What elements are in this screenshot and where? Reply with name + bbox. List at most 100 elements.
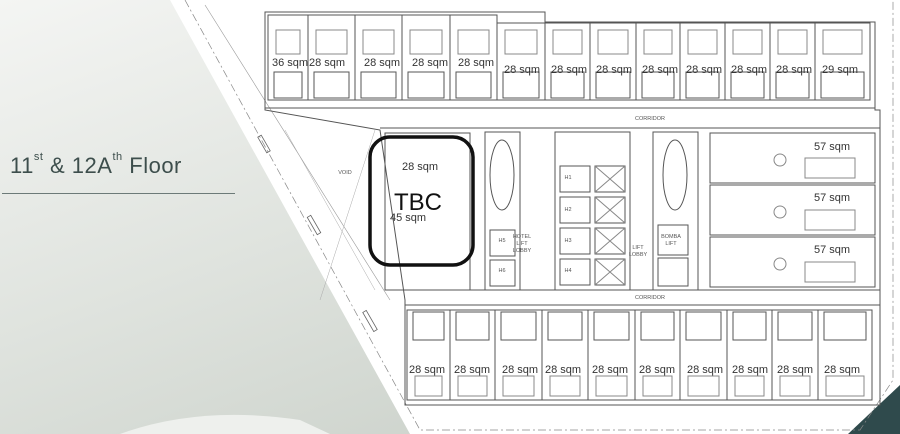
room-area-label: 28 sqm xyxy=(824,364,860,376)
lift-car xyxy=(489,229,516,257)
bed xyxy=(315,29,348,55)
bed xyxy=(779,375,811,397)
room-area-label: 28 sqm xyxy=(502,364,538,376)
title-part: Floor xyxy=(122,153,182,178)
core-room xyxy=(484,131,521,291)
lift-h3: H3 xyxy=(564,238,571,244)
bathroom xyxy=(593,311,630,341)
room-area-label: 28 sqm xyxy=(364,57,400,69)
core-room xyxy=(554,131,631,291)
suite-area: 57 sqm xyxy=(814,141,850,153)
planters xyxy=(257,134,378,333)
bottom-swoosh xyxy=(120,414,330,434)
bathroom xyxy=(823,311,867,341)
bed xyxy=(504,29,538,55)
staircase xyxy=(662,139,688,211)
room-area-label: 28 sqm xyxy=(687,364,723,376)
suite xyxy=(709,236,876,288)
room-area-label: 28 sqm xyxy=(732,364,768,376)
lift-car xyxy=(559,165,591,193)
lift-car xyxy=(489,259,516,287)
lift-shaft xyxy=(657,257,689,287)
bomba-lift-label-2: LIFT xyxy=(665,241,677,247)
room-area-label: 28 sqm xyxy=(412,57,448,69)
tbc-label: TBC xyxy=(394,189,442,216)
lift-car xyxy=(559,227,591,255)
lift-h2: H2 xyxy=(564,207,571,213)
bed xyxy=(595,375,628,397)
bed xyxy=(275,29,301,55)
room-area-label: 28 sqm xyxy=(545,364,581,376)
suite-area: 57 sqm xyxy=(814,244,850,256)
lift-shaft xyxy=(594,227,626,255)
bathroom xyxy=(360,71,397,99)
bathroom xyxy=(641,71,675,99)
lift-shaft xyxy=(594,196,626,224)
bathroom xyxy=(313,71,350,99)
hotel-lift-lobby-label-1: HOTEL xyxy=(513,234,531,240)
corridor-top-label: CORRIDOR xyxy=(635,116,665,122)
lift-shaft-cross xyxy=(594,258,626,286)
title-sup: st xyxy=(33,151,44,163)
lift-lobby-label-2: LOBBY xyxy=(629,252,648,258)
room-area-label: 28 sqm xyxy=(596,64,632,76)
bathroom xyxy=(775,71,810,99)
bathroom xyxy=(500,311,537,341)
bed xyxy=(732,29,763,55)
bathroom xyxy=(730,71,765,99)
lift-car xyxy=(559,258,591,286)
staircase xyxy=(489,139,515,211)
bed xyxy=(777,29,808,55)
lift-h1: H1 xyxy=(564,175,571,181)
building-outline xyxy=(264,11,881,406)
labels: CORRIDOR CORRIDOR VOID HOTEL LIFT LOBBY … xyxy=(338,116,850,301)
bed xyxy=(552,29,583,55)
bed xyxy=(597,29,629,55)
floor-title: 11st & 12Ath Floor xyxy=(10,151,182,179)
bed xyxy=(457,375,488,397)
bed xyxy=(804,209,856,231)
bed xyxy=(502,375,535,397)
lift-h5: H5 xyxy=(498,238,505,244)
title-divider xyxy=(2,193,235,194)
lift-lobby-label-1: LIFT xyxy=(632,245,644,251)
dining-table xyxy=(773,257,787,271)
bed xyxy=(457,29,490,55)
tbc-highlight-frame xyxy=(368,135,475,267)
bathroom xyxy=(547,311,583,341)
suite xyxy=(709,184,876,236)
site-boundary xyxy=(184,0,894,431)
bathroom xyxy=(595,71,631,99)
bed xyxy=(687,29,718,55)
room-area-label: 28 sqm xyxy=(777,364,813,376)
walls xyxy=(264,11,881,406)
bed xyxy=(804,261,856,283)
lift-shaft-cross xyxy=(594,165,626,193)
corridor-bottom-label: CORRIDOR xyxy=(635,295,665,301)
room-area-label: 28 sqm xyxy=(642,64,678,76)
room-area-label: 28 sqm xyxy=(731,64,767,76)
bathroom xyxy=(732,311,767,341)
west-unit-top-area: 28 sqm xyxy=(402,161,438,173)
room-area-label: 28 sqm xyxy=(409,364,445,376)
room-area-label: 28 sqm xyxy=(686,64,722,76)
hotel-lift-lobby-label-2: LIFT xyxy=(516,241,528,247)
bomba-lift xyxy=(657,224,689,256)
bed xyxy=(825,375,865,397)
bathroom xyxy=(777,311,813,341)
bathroom xyxy=(273,71,303,99)
hotel-lift-lobby-label-3: LOBBY xyxy=(513,248,532,254)
bathroom xyxy=(820,71,865,99)
bed xyxy=(362,29,395,55)
room-area-label: 28 sqm xyxy=(309,57,345,69)
room-area-label: 28 sqm xyxy=(592,364,628,376)
west-unit-bottom-area: 45 sqm xyxy=(390,212,426,224)
bathroom xyxy=(455,311,490,341)
bed xyxy=(804,157,856,179)
lift-shaft xyxy=(594,258,626,286)
lift-shaft xyxy=(594,165,626,193)
bathroom xyxy=(550,71,585,99)
bathroom xyxy=(640,311,675,341)
void-label: VOID xyxy=(338,170,351,176)
title-part: 11 xyxy=(10,153,34,178)
